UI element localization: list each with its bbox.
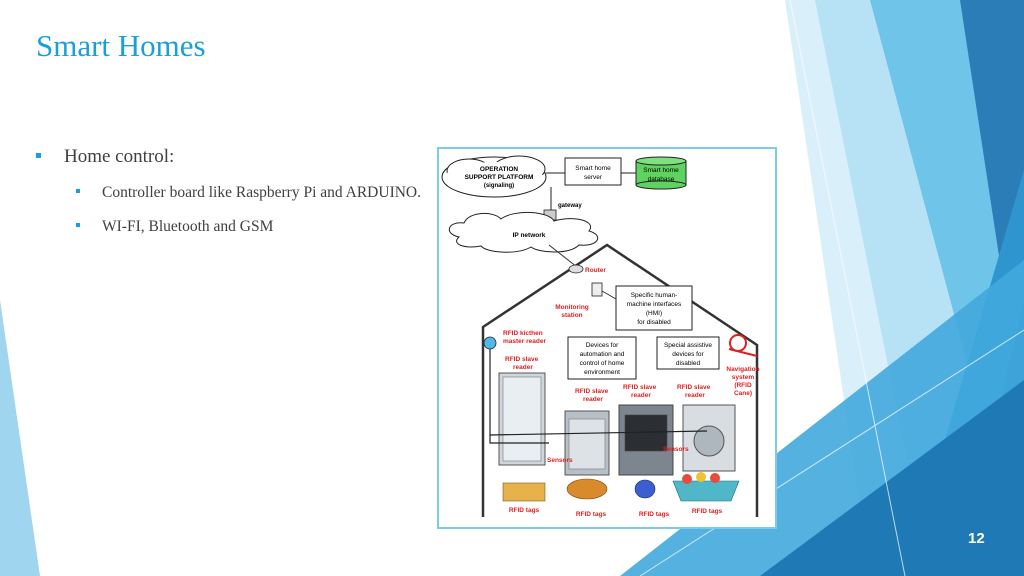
oss-label-2: SUPPORT PLATFORM <box>465 174 534 181</box>
connector-line <box>489 430 708 436</box>
smart-home-diagram-svg: OPERATION SUPPORT PLATFORM (signaling) S… <box>441 155 760 518</box>
connector-line <box>489 349 549 444</box>
oss-label-3: (signaling) <box>484 183 514 189</box>
kitchen-reader-label-2: master reader <box>503 338 546 345</box>
bullet-level2: Controller board like Raspberry Pi and A… <box>76 182 428 204</box>
monitoring-label-2: station <box>561 312 582 319</box>
gateway-label: gateway <box>558 203 582 209</box>
bullet-level1: Home control: <box>36 146 428 168</box>
nav-label-1: Navigation <box>726 366 759 373</box>
dishwasher-icon <box>564 410 610 476</box>
kitchen-reader-icon <box>483 336 497 350</box>
hmi-label-4: for disabled <box>637 319 671 326</box>
oven-icon <box>618 404 674 476</box>
slave3-label-2: reader <box>631 392 651 399</box>
oss-label-1: OPERATION <box>480 166 518 173</box>
ip-network-cloud: IP network <box>449 212 599 253</box>
bullet-level2: WI-FI, Bluetooth and GSM <box>76 216 428 238</box>
automation-box <box>567 336 637 380</box>
slave4-label-1: RFID slave <box>677 384 711 391</box>
router-label: Router <box>585 267 606 274</box>
rfid-cane-icon <box>728 334 758 357</box>
sensors-left-label: Sensors <box>547 457 573 464</box>
automation-label-2: automation and <box>580 351 625 358</box>
food-items-icon <box>502 472 740 502</box>
slave1-label-1: RFID slave <box>505 356 539 363</box>
router-icon <box>568 264 584 274</box>
connector-line <box>548 244 578 268</box>
db-label-2: database <box>648 176 675 183</box>
assistive-box <box>656 336 720 370</box>
slide-title: Smart Homes <box>36 28 206 63</box>
nav-label-3: (RFID <box>734 382 752 389</box>
rfid-tags-label-2: RFID tags <box>576 511 607 518</box>
automation-label-4: environment <box>584 369 620 376</box>
monitoring-label-1: Monitoring <box>555 304 589 311</box>
slave2-label-1: RFID slave <box>575 388 609 395</box>
bullet-square-icon <box>76 223 80 227</box>
hmi-label-3: (HMI) <box>646 310 662 317</box>
kitchen-reader-label-1: RFID kicthen <box>503 330 543 337</box>
ip-network-label: IP network <box>513 232 546 239</box>
rfid-tags-label-3: RFID tags <box>639 511 670 518</box>
bullet-square-icon <box>76 189 80 193</box>
bullet-text: WI-FI, Bluetooth and GSM <box>102 218 274 235</box>
server-box <box>564 157 622 186</box>
slave2-label-2: reader <box>583 396 603 403</box>
automation-label-3: control of home <box>580 360 625 367</box>
assistive-label-1: Special assistive <box>664 342 712 349</box>
sensors-right-label: Sensors <box>663 446 689 453</box>
slave3-label-1: RFID slave <box>623 384 657 391</box>
assistive-label-3: disabled <box>676 360 701 367</box>
bullet-square-icon <box>36 153 41 158</box>
database-icon: Smart home database <box>635 156 687 190</box>
page-number: 12 <box>968 530 985 547</box>
bullet-list: Home control: Controller board like Rasp… <box>36 146 428 238</box>
smart-home-diagram: OPERATION SUPPORT PLATFORM (signaling) S… <box>437 147 777 529</box>
nav-label-2: system <box>732 374 755 381</box>
rfid-tags-label-4: RFID tags <box>692 508 723 515</box>
hmi-label-2: machine interfaces <box>627 301 682 308</box>
nav-label-4: Cane) <box>734 390 752 397</box>
bullet-text: Home control: <box>64 146 175 167</box>
db-label-1: Smart home <box>643 167 679 174</box>
assistive-label-2: devices for <box>672 351 704 358</box>
hmi-label-1: Specific human- <box>631 292 678 299</box>
automation-label-1: Devices for <box>586 342 619 349</box>
server-label-2: server <box>584 174 603 181</box>
house-outline <box>481 243 759 517</box>
monitoring-station-icon <box>591 282 603 297</box>
connector-line <box>601 290 617 300</box>
oss-cloud: OPERATION SUPPORT PLATFORM (signaling) <box>441 155 547 198</box>
washing-machine-icon <box>682 404 736 472</box>
hmi-box <box>615 285 693 331</box>
slave4-label-2: reader <box>685 392 705 399</box>
bullet-text: Controller board like Raspberry Pi and A… <box>102 184 421 201</box>
rfid-tags-label-1: RFID tags <box>509 507 540 514</box>
refrigerator-icon <box>498 372 546 466</box>
slave1-label-2: reader <box>513 364 533 371</box>
server-label-1: Smart home <box>575 165 611 172</box>
